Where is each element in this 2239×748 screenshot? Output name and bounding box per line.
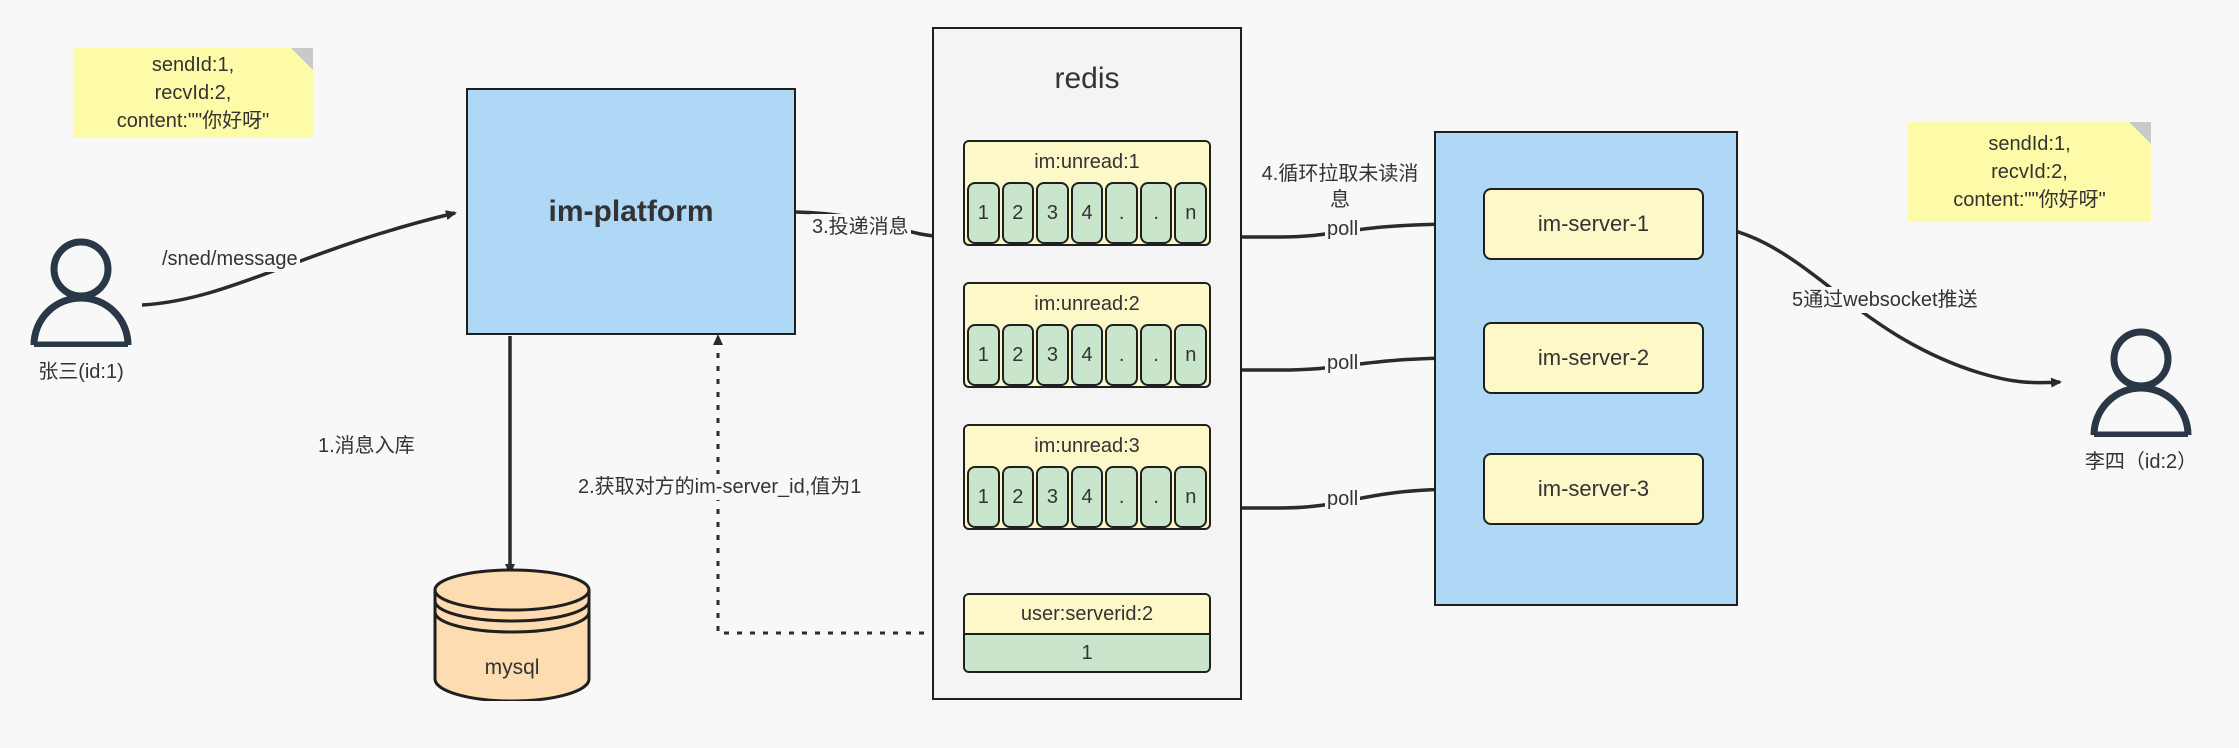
redis-queue-3-title: im:unread:3 [965, 426, 1209, 466]
edge-label-poll-2: poll [1325, 350, 1361, 376]
node-im-platform-label: im-platform [548, 194, 714, 228]
edge-label-step3: 3.投递消息 [810, 214, 911, 240]
edge-label-poll-3: poll [1325, 486, 1361, 512]
queue-cell: n [1174, 182, 1208, 244]
node-mysql[interactable]: mysql [432, 568, 592, 703]
edge-label-step2: 2.获取对方的im-server_id,值为1 [576, 474, 864, 500]
queue-cell: n [1174, 324, 1208, 386]
redis-queue-2-title: im:unread:2 [965, 284, 1209, 324]
edge-label-poll-1: poll [1325, 216, 1361, 242]
queue-cell: 1 [967, 466, 1000, 528]
edge-label-step5: 5通过websocket推送 [1790, 287, 1980, 313]
node-im-platform[interactable]: im-platform [466, 88, 796, 335]
node-im-server-1[interactable]: im-server-1 [1483, 188, 1704, 260]
queue-cell: 2 [1001, 324, 1035, 386]
actor-sender[interactable] [22, 237, 140, 349]
redis-queue-1[interactable]: im:unread:1 1 2 3 4 . . n [963, 140, 1211, 246]
queue-cell: 4 [1070, 466, 1104, 528]
user-icon [30, 238, 132, 349]
queue-cell: . [1105, 182, 1138, 244]
queue-cell: . [1105, 324, 1138, 386]
edge-label-send-message: /sned/message [160, 246, 300, 272]
redis-kv-title: user:serverid:2 [965, 595, 1209, 633]
queue-cell: 4 [1070, 324, 1104, 386]
queue-cell: 3 [1036, 466, 1069, 528]
redis-queue-3[interactable]: im:unread:3 1 2 3 4 . . n [963, 424, 1211, 530]
actor-receiver-label: 李四（id:2） [2084, 451, 2198, 473]
node-im-server-1-label: im-server-1 [1537, 211, 1650, 236]
queue-cell: n [1174, 466, 1208, 528]
actor-receiver[interactable] [2082, 327, 2200, 439]
queue-cell: . [1139, 182, 1173, 244]
queue-cell: 3 [1036, 324, 1069, 386]
note-fold-icon [2129, 122, 2151, 144]
redis-queue-1-cells: 1 2 3 4 . . n [965, 182, 1209, 244]
redis-queue-1-title: im:unread:1 [965, 142, 1209, 182]
edge-label-step4: 4.循环拉取未读消 息 [1258, 161, 1422, 213]
node-im-server-2[interactable]: im-server-2 [1483, 322, 1704, 394]
sticky-note-left: sendId:1, recvId:2, content:""你好呀" [73, 48, 313, 138]
node-im-server-3[interactable]: im-server-3 [1483, 453, 1704, 525]
node-redis-label: redis [1054, 62, 1120, 95]
queue-cell: 2 [1001, 466, 1035, 528]
redis-kv-user-serverid[interactable]: user:serverid:2 1 [963, 593, 1211, 673]
sticky-note-right: sendId:1, recvId:2, content:""你好呀" [1908, 122, 2151, 222]
queue-cell: 1 [967, 324, 1000, 386]
queue-cell: 3 [1036, 182, 1069, 244]
queue-cell: 2 [1001, 182, 1035, 244]
node-mysql-label: mysql [484, 656, 540, 679]
sticky-note-right-text: sendId:1, recvId:2, content:""你好呀" [1953, 133, 2106, 211]
redis-kv-value: 1 [965, 633, 1209, 671]
queue-cell: 1 [967, 182, 1000, 244]
sticky-note-left-text: sendId:1, recvId:2, content:""你好呀" [116, 54, 270, 132]
database-cylinder-icon [433, 568, 591, 703]
redis-queue-2[interactable]: im:unread:2 1 2 3 4 . . n [963, 282, 1211, 388]
redis-queue-2-cells: 1 2 3 4 . . n [965, 324, 1209, 386]
queue-cell: . [1139, 324, 1173, 386]
actor-sender-label: 张三(id:1) [38, 361, 124, 383]
node-im-server-2-label: im-server-2 [1537, 345, 1650, 370]
queue-cell: . [1139, 466, 1173, 528]
queue-cell: 4 [1070, 182, 1104, 244]
node-im-server-3-label: im-server-3 [1537, 476, 1650, 501]
edge-label-step1: 1.消息入库 [316, 433, 417, 459]
user-icon [2090, 328, 2192, 439]
redis-queue-3-cells: 1 2 3 4 . . n [965, 466, 1209, 528]
note-fold-icon [291, 48, 313, 70]
queue-cell: . [1105, 466, 1138, 528]
